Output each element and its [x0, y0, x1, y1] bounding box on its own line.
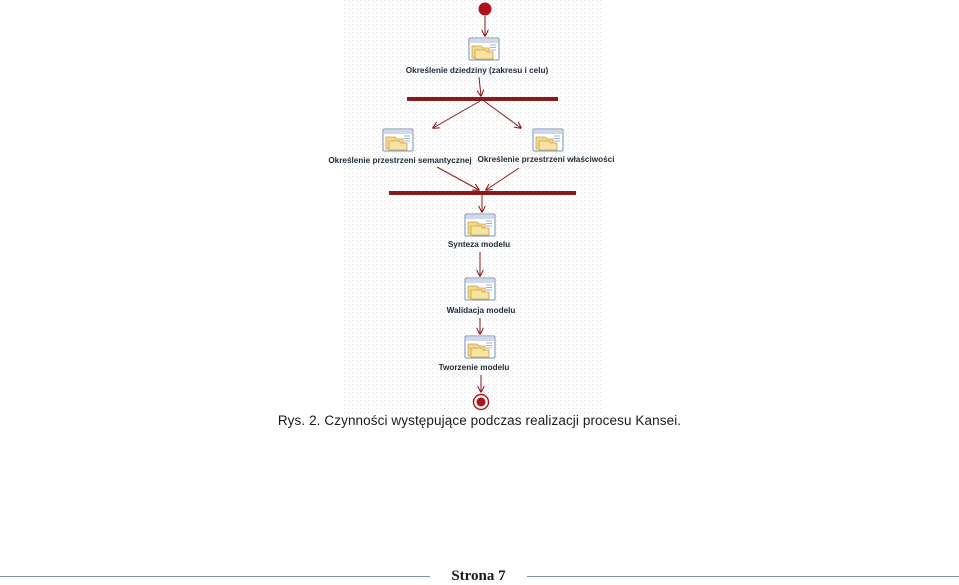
footer-rule-right	[527, 576, 959, 577]
flow-arrow	[433, 100, 481, 128]
figure-caption: Rys. 2. Czynności występujące podczas re…	[277, 413, 682, 428]
flow-arrow	[479, 76, 481, 96]
node-label-synteza: Synteza modelu	[448, 240, 510, 249]
flow-arrow	[483, 100, 521, 128]
action-icon	[464, 277, 496, 301]
footer-rule-left	[0, 576, 430, 577]
node-label-tworzenie: Tworzenie modelu	[439, 363, 510, 372]
action-icon	[468, 37, 500, 61]
page-number: Strona 7	[451, 568, 506, 584]
start-node	[478, 2, 492, 16]
node-label-przestrzen-semantyczna: Określenie przestrzeni semantycznej	[328, 156, 471, 165]
node-label-walidacja: Walidacja modelu	[447, 306, 516, 315]
flow-arrow	[436, 166, 479, 190]
flow-arrow	[486, 167, 520, 190]
node-label-przestrzen-wlasciwosci: Określenie przestrzeni właściwości	[478, 155, 615, 164]
end-node-core	[476, 397, 486, 407]
node-label-dziedzina: Określenie dziedziny (zakresu i celu)	[406, 66, 549, 75]
fork-bar	[407, 97, 558, 101]
diagram-canvas: Określenie dziedziny (zakresu i celu) Ok…	[328, 0, 615, 414]
action-icon	[382, 128, 414, 152]
join-bar	[389, 191, 576, 195]
action-icon	[464, 213, 496, 237]
action-icon	[532, 128, 564, 152]
activity-diagram: Określenie dziedziny (zakresu i celu) Ok…	[328, 0, 615, 414]
action-icon	[464, 335, 496, 359]
